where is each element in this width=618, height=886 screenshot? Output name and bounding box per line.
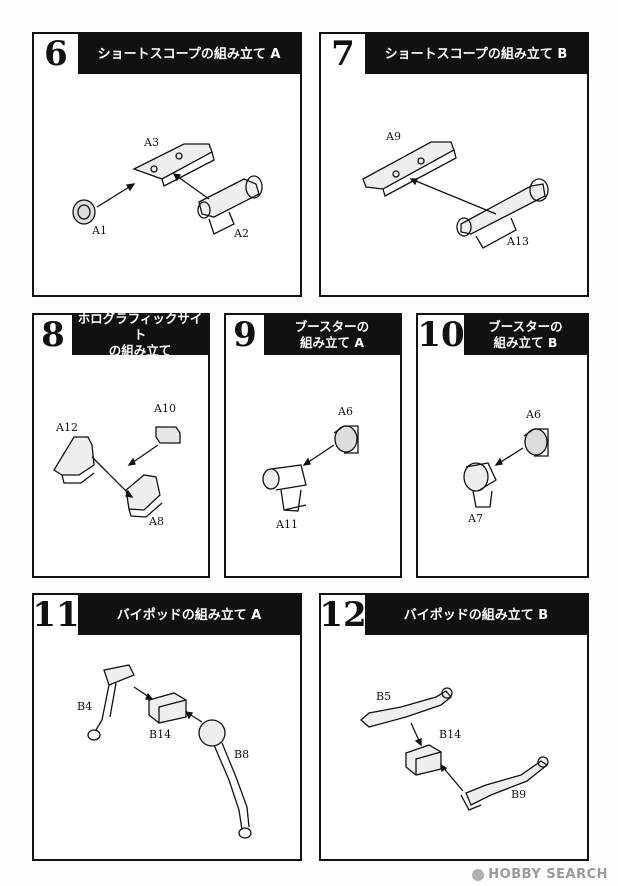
step-12-header: 12 バイポッドの組み立て B	[319, 595, 587, 635]
step-10-part-a7: A7	[468, 512, 483, 525]
step-10-title-line2: 組み立て B	[493, 335, 558, 350]
step-7-part-a13: A13	[507, 235, 529, 248]
watermark-text: HOBBY SEARCH	[488, 867, 608, 882]
step-9-number: 9	[226, 315, 264, 355]
step-7-number: 7	[321, 34, 365, 74]
step-10-part-a6: A6	[526, 408, 541, 421]
step-9-header: 9 ブースターの 組み立て A	[226, 315, 400, 355]
step-9-title: ブースターの 組み立て A	[264, 319, 400, 351]
step-12-title: バイポッドの組み立て B	[403, 607, 549, 623]
step-11-header: 11 バイポッドの組み立て A	[32, 595, 300, 635]
step-10-title-line1: ブースターの	[488, 319, 563, 334]
step-9-panel: 9 ブースターの 組み立て A A6 A11	[224, 313, 402, 578]
step-11-number: 11	[32, 595, 80, 635]
step-6-header: 6 ショートスコープの組み立て A	[34, 34, 300, 74]
step-7-illustration	[362, 141, 549, 249]
step-8-illustration	[53, 426, 181, 518]
step-11-panel: 11 バイポッドの組み立て A B4 B14 B8	[32, 593, 302, 861]
step-10-header: 10 ブースターの 組み立て B	[417, 315, 587, 355]
step-6-part-a1: A1	[92, 224, 107, 237]
step-9-part-a6: A6	[338, 405, 353, 418]
step-8-title-line2: の組み立て	[108, 343, 172, 358]
step-9-part-a11: A11	[276, 518, 298, 531]
step-11-part-b4: B4	[77, 700, 93, 713]
step-12-panel: 12 バイポッドの組み立て B B5 B14 B9	[319, 593, 589, 861]
step-7-header: 7 ショートスコープの組み立て B	[321, 34, 587, 74]
step-12-part-b5: B5	[376, 690, 392, 703]
step-6-title: ショートスコープの組み立て A	[97, 46, 281, 62]
step-6-part-a3: A3	[144, 136, 159, 149]
watermark-logo-icon	[472, 868, 485, 881]
step-12-part-b14: B14	[439, 728, 462, 741]
step-12-illustration	[360, 687, 549, 811]
step-8-number: 8	[34, 315, 72, 355]
step-8-title-line1: ホログラフィックサイト	[77, 311, 203, 342]
step-8-part-a10: A10	[154, 402, 176, 415]
step-11-title: バイポッドの組み立て A	[116, 607, 262, 623]
step-8-panel: 8 ホログラフィックサイト の組み立て A10 A12 A8	[32, 311, 210, 578]
step-8-title: ホログラフィックサイト の組み立て	[72, 311, 208, 359]
step-12-part-b9: B9	[511, 788, 527, 801]
step-7-title: ショートスコープの組み立て B	[384, 46, 568, 62]
step-9-title-line1: ブースターの	[294, 319, 370, 334]
step-11-part-b8: B8	[234, 748, 250, 761]
step-10-title: ブースターの 組み立て B	[464, 319, 587, 351]
step-12-number: 12	[319, 595, 367, 635]
step-9-title-line2: 組み立て A	[299, 335, 365, 350]
watermark: HOBBY SEARCH	[472, 867, 608, 882]
step-10-number: 10	[417, 315, 465, 355]
step-11-illustration	[87, 664, 252, 839]
step-10-panel: 10 ブースターの 組み立て B A6 A7	[416, 313, 589, 578]
step-6-illustration	[72, 143, 263, 235]
step-10-illustration	[463, 428, 549, 508]
step-6-number: 6	[34, 34, 78, 74]
step-8-header: 8 ホログラフィックサイト の組み立て	[34, 311, 208, 358]
step-8-part-a8: A8	[149, 515, 164, 528]
step-7-panel: 7 ショートスコープの組み立て B A9 A13	[319, 32, 589, 297]
step-7-part-a9: A9	[386, 130, 401, 143]
step-6-panel: 6 ショートスコープの組み立て A A3 A1 A2	[32, 32, 302, 297]
step-9-illustration	[262, 425, 359, 512]
step-6-part-a2: A2	[234, 227, 249, 240]
step-8-part-a12: A12	[56, 421, 78, 434]
step-11-part-b14: B14	[149, 728, 172, 741]
